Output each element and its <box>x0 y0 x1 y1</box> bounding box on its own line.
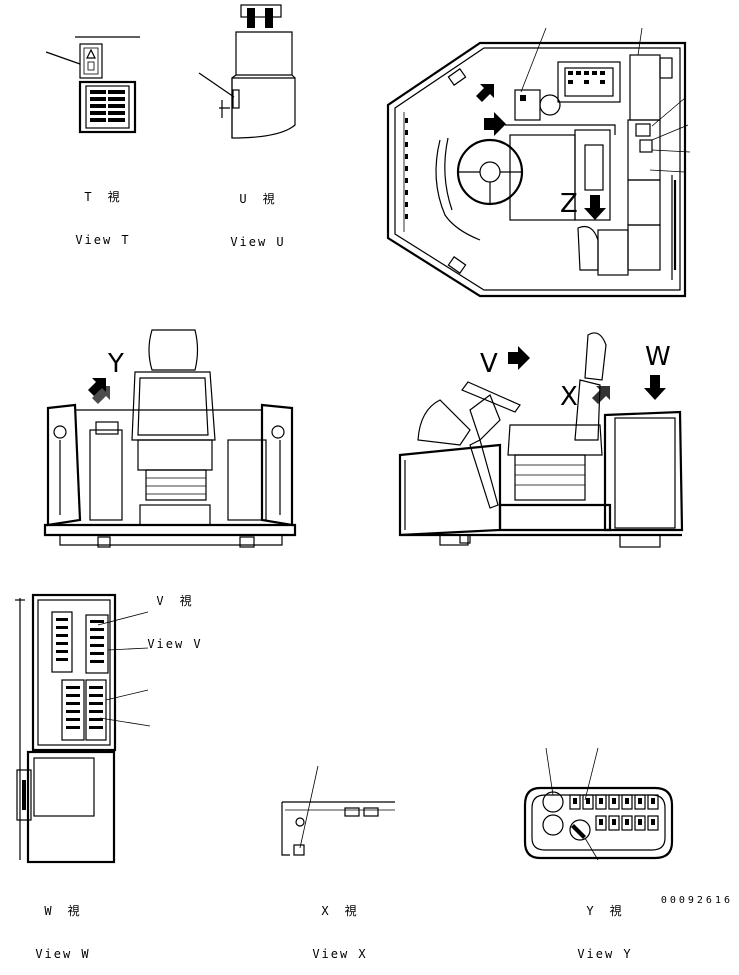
view-u-label-jp: U 視 <box>239 192 277 206</box>
z-marker: Z <box>560 189 578 219</box>
x-marker: X <box>560 382 578 412</box>
view-v-caption: V 視 View V <box>125 564 225 665</box>
view-w-label-jp: W 視 <box>44 904 82 918</box>
view-x-drawing <box>281 765 395 856</box>
view-t-caption: T 視 View T <box>58 160 148 261</box>
w-marker: W <box>645 342 671 372</box>
view-v-label-jp: V 視 <box>156 594 194 608</box>
view-w-drawing <box>15 593 151 864</box>
view-u-drawing <box>198 4 296 139</box>
view-x-caption: X 視 View X <box>295 874 385 975</box>
view-w-label-en: View W <box>35 947 91 961</box>
view-t-label-jp: T 視 <box>84 190 122 204</box>
view-v-label-en: View V <box>147 637 203 651</box>
view-u-label-en: View U <box>230 235 286 249</box>
view-u-caption: U 視 View U <box>213 162 303 263</box>
view-y-label-en: View Y <box>577 947 633 961</box>
view-v-drawing: Y <box>43 329 297 548</box>
drawing-number: 00092616 <box>660 895 733 906</box>
parts-diagram: Z <box>15 4 691 864</box>
v-marker: V <box>480 349 498 379</box>
view-x-label-jp: X 視 <box>321 904 359 918</box>
cab-side-view: V X W <box>398 332 684 548</box>
view-y-label-jp: Y 視 <box>586 904 624 918</box>
view-t-drawing <box>45 36 140 134</box>
view-x-label-en: View X <box>312 947 368 961</box>
view-t-label-en: View T <box>75 233 131 247</box>
view-w-caption: W 視 View W <box>18 874 108 975</box>
view-y-drawing <box>523 747 674 861</box>
cab-plan-view: Z <box>386 27 691 298</box>
view-y-caption: Y 視 View Y <box>555 874 655 975</box>
y-marker: Y <box>107 349 124 379</box>
